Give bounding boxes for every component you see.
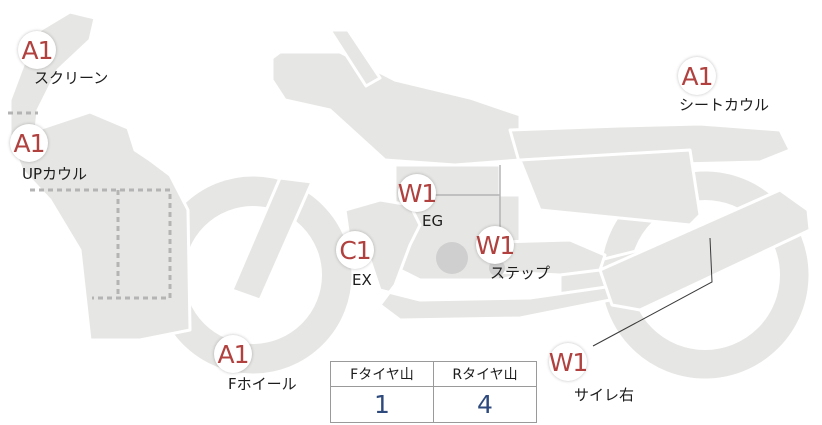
handlebar — [328, 28, 382, 88]
front-cowl — [8, 10, 192, 342]
damage-code-badge: A1 — [214, 335, 252, 373]
damage-code-badge: A1 — [678, 57, 716, 95]
table-header-row: Fタイヤ山 Rタイヤ山 — [330, 361, 537, 387]
rear-tire-tread-value: 4 — [433, 386, 537, 423]
table-row: 1 4 — [330, 386, 537, 423]
damage-code-badge: A1 — [18, 31, 56, 69]
part-label-engine: EG — [422, 212, 444, 230]
column-header-front-tire: Fタイヤ山 — [330, 361, 434, 387]
cowl-seam — [30, 188, 172, 300]
front-fork — [230, 176, 314, 302]
tire-tread-table: Fタイヤ山 Rタイヤ山 1 4 — [330, 361, 537, 423]
part-label-seat-cowl: シートカウル — [679, 96, 770, 114]
front-tire-tread-value: 1 — [330, 386, 434, 423]
damage-code-badge: W1 — [476, 226, 515, 264]
column-header-rear-tire: Rタイヤ山 — [433, 361, 537, 387]
damage-code-badge: C1 — [336, 231, 374, 269]
part-label-screen: スクリーン — [34, 69, 109, 87]
part-label-front-wheel: Fホイール — [228, 375, 297, 393]
part-label-step: ステップ — [490, 264, 551, 282]
fuel-tank — [270, 50, 522, 167]
damage-code-badge: W1 — [549, 343, 588, 381]
part-label-up-cowl: UPカウル — [22, 165, 88, 183]
exhaust-pipe — [343, 198, 622, 322]
muffler — [598, 188, 812, 312]
part-label-exhaust: EX — [352, 271, 372, 289]
part-label-silencer-right: サイレ右 — [574, 386, 635, 404]
damage-code-badge: W1 — [398, 174, 437, 212]
damage-code-badge: A1 — [10, 124, 48, 162]
